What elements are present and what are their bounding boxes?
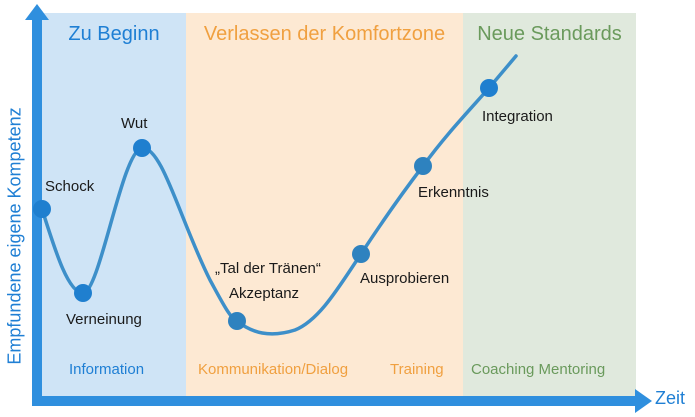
point-wut — [133, 139, 151, 157]
label-verneinung: Verneinung — [66, 311, 142, 328]
y-axis-label: Empfundene eigene Kompetenz — [4, 107, 25, 365]
label-schock: Schock — [45, 178, 95, 195]
label-tal-der-traenen: „Tal der Tränen“ — [215, 260, 321, 277]
label-integration: Integration — [482, 108, 553, 125]
phase-footer: Information — [69, 361, 145, 378]
phase-title: Zu Beginn — [68, 23, 160, 45]
label-wut: Wut — [121, 115, 148, 132]
x-axis-arrow-icon — [32, 389, 652, 413]
point-verneinung — [74, 284, 92, 302]
point-erkenntnis — [414, 157, 432, 175]
point-ausprobieren — [352, 245, 370, 263]
phase-panel-komfortzone: Verlassen der Komfortzone Kommunikation/… — [186, 13, 463, 396]
label-erkenntnis: Erkenntnis — [418, 184, 489, 201]
phase-title: Verlassen der Komfortzone — [203, 23, 446, 45]
point-integration — [480, 79, 498, 97]
point-akzeptanz — [228, 312, 246, 330]
label-akzeptanz: Akzeptanz — [229, 285, 300, 302]
point-schock — [33, 200, 51, 218]
phase-footer-dialog: Kommunikation/Dialog — [198, 361, 349, 378]
label-ausprobieren: Ausprobieren — [360, 270, 450, 287]
phase-panel-neue-standards: Neue Standards Coaching Mentoring — [463, 13, 636, 396]
x-axis-label: Zeit — [655, 388, 686, 408]
phase-footer: Coaching Mentoring — [471, 361, 606, 378]
phase-footer-training: Training — [390, 361, 444, 378]
phase-panel-zu-beginn: Zu Beginn Information — [42, 13, 186, 396]
phase-title: Neue Standards — [477, 23, 622, 45]
